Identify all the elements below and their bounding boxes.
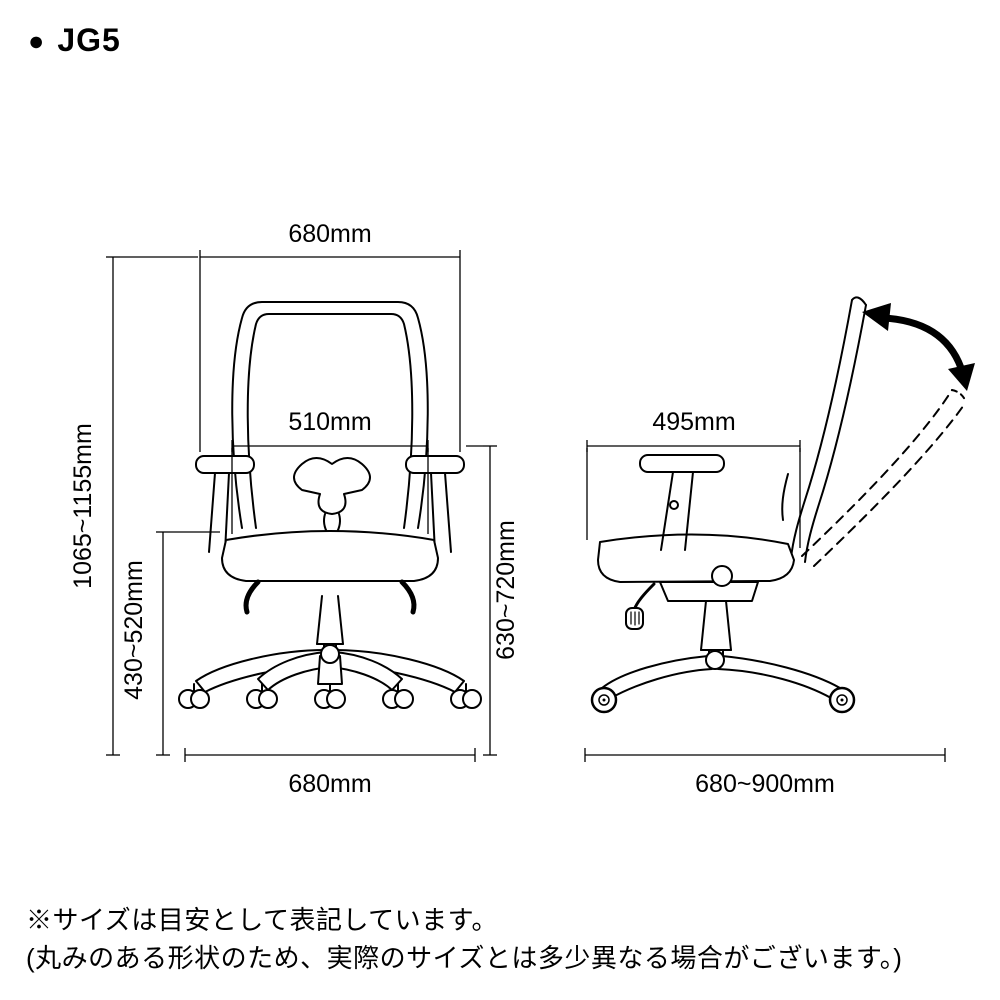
front-seat xyxy=(221,530,439,582)
dim-label-front-top-width: 680mm xyxy=(288,220,371,248)
size-disclaimer-line1: ※サイズは目安として表記しています。 xyxy=(26,905,499,935)
side-mechanism xyxy=(625,565,759,630)
recline-arrow-icon xyxy=(862,303,975,391)
front-casters xyxy=(178,683,482,709)
side-seat xyxy=(597,533,795,583)
bullet-icon: ● xyxy=(28,26,46,56)
dim-front-base-width xyxy=(184,748,476,762)
dim-label-front-base-width: 680mm xyxy=(288,770,371,798)
side-base xyxy=(601,650,841,699)
size-disclaimer-line2: (丸みのある形状のため、実際のサイズとは多少異なる場合がございます。) xyxy=(26,942,903,973)
dim-label-front-overall-height: 1065~1155mm xyxy=(69,423,97,589)
front-base xyxy=(195,644,465,693)
dim-label-side-seat-depth: 495mm xyxy=(652,408,735,436)
product-header: ● JG5 xyxy=(28,22,121,59)
side-gas-cylinder xyxy=(700,600,732,659)
size-disclaimer: ※サイズは目安として表記しています。 (丸みのある形状のため、実際のサイズとは多… xyxy=(26,902,902,977)
dim-front-overall-height xyxy=(106,256,198,756)
front-lumbar-adjuster xyxy=(293,457,371,535)
dim-label-side-base-depth: 680~900mm xyxy=(695,770,835,798)
front-backrest xyxy=(231,301,429,529)
dim-front-seat-width xyxy=(231,440,429,534)
side-backrest-reclined-dashed xyxy=(801,389,967,567)
side-armrest xyxy=(639,454,725,551)
front-lever-left xyxy=(243,579,261,615)
dim-front-top-width xyxy=(199,250,461,452)
dim-front-arm-height xyxy=(466,445,497,756)
dim-side-seat-depth xyxy=(586,440,801,548)
front-view-drawing xyxy=(178,301,482,709)
dim-label-front-arm-height: 630~720mm xyxy=(492,520,520,660)
front-armrest-left xyxy=(195,455,255,553)
dim-label-front-seat-width: 510mm xyxy=(288,408,371,436)
front-lever-right xyxy=(399,579,417,615)
dim-label-front-seat-height: 430~520mm xyxy=(120,560,148,700)
side-casters xyxy=(590,686,856,714)
dim-front-seat-height xyxy=(156,531,220,756)
side-backrest xyxy=(781,296,867,563)
side-view-drawing xyxy=(590,296,975,714)
product-title: JG5 xyxy=(57,22,121,58)
dim-side-base-depth xyxy=(584,748,946,762)
front-armrest-right xyxy=(405,455,465,553)
